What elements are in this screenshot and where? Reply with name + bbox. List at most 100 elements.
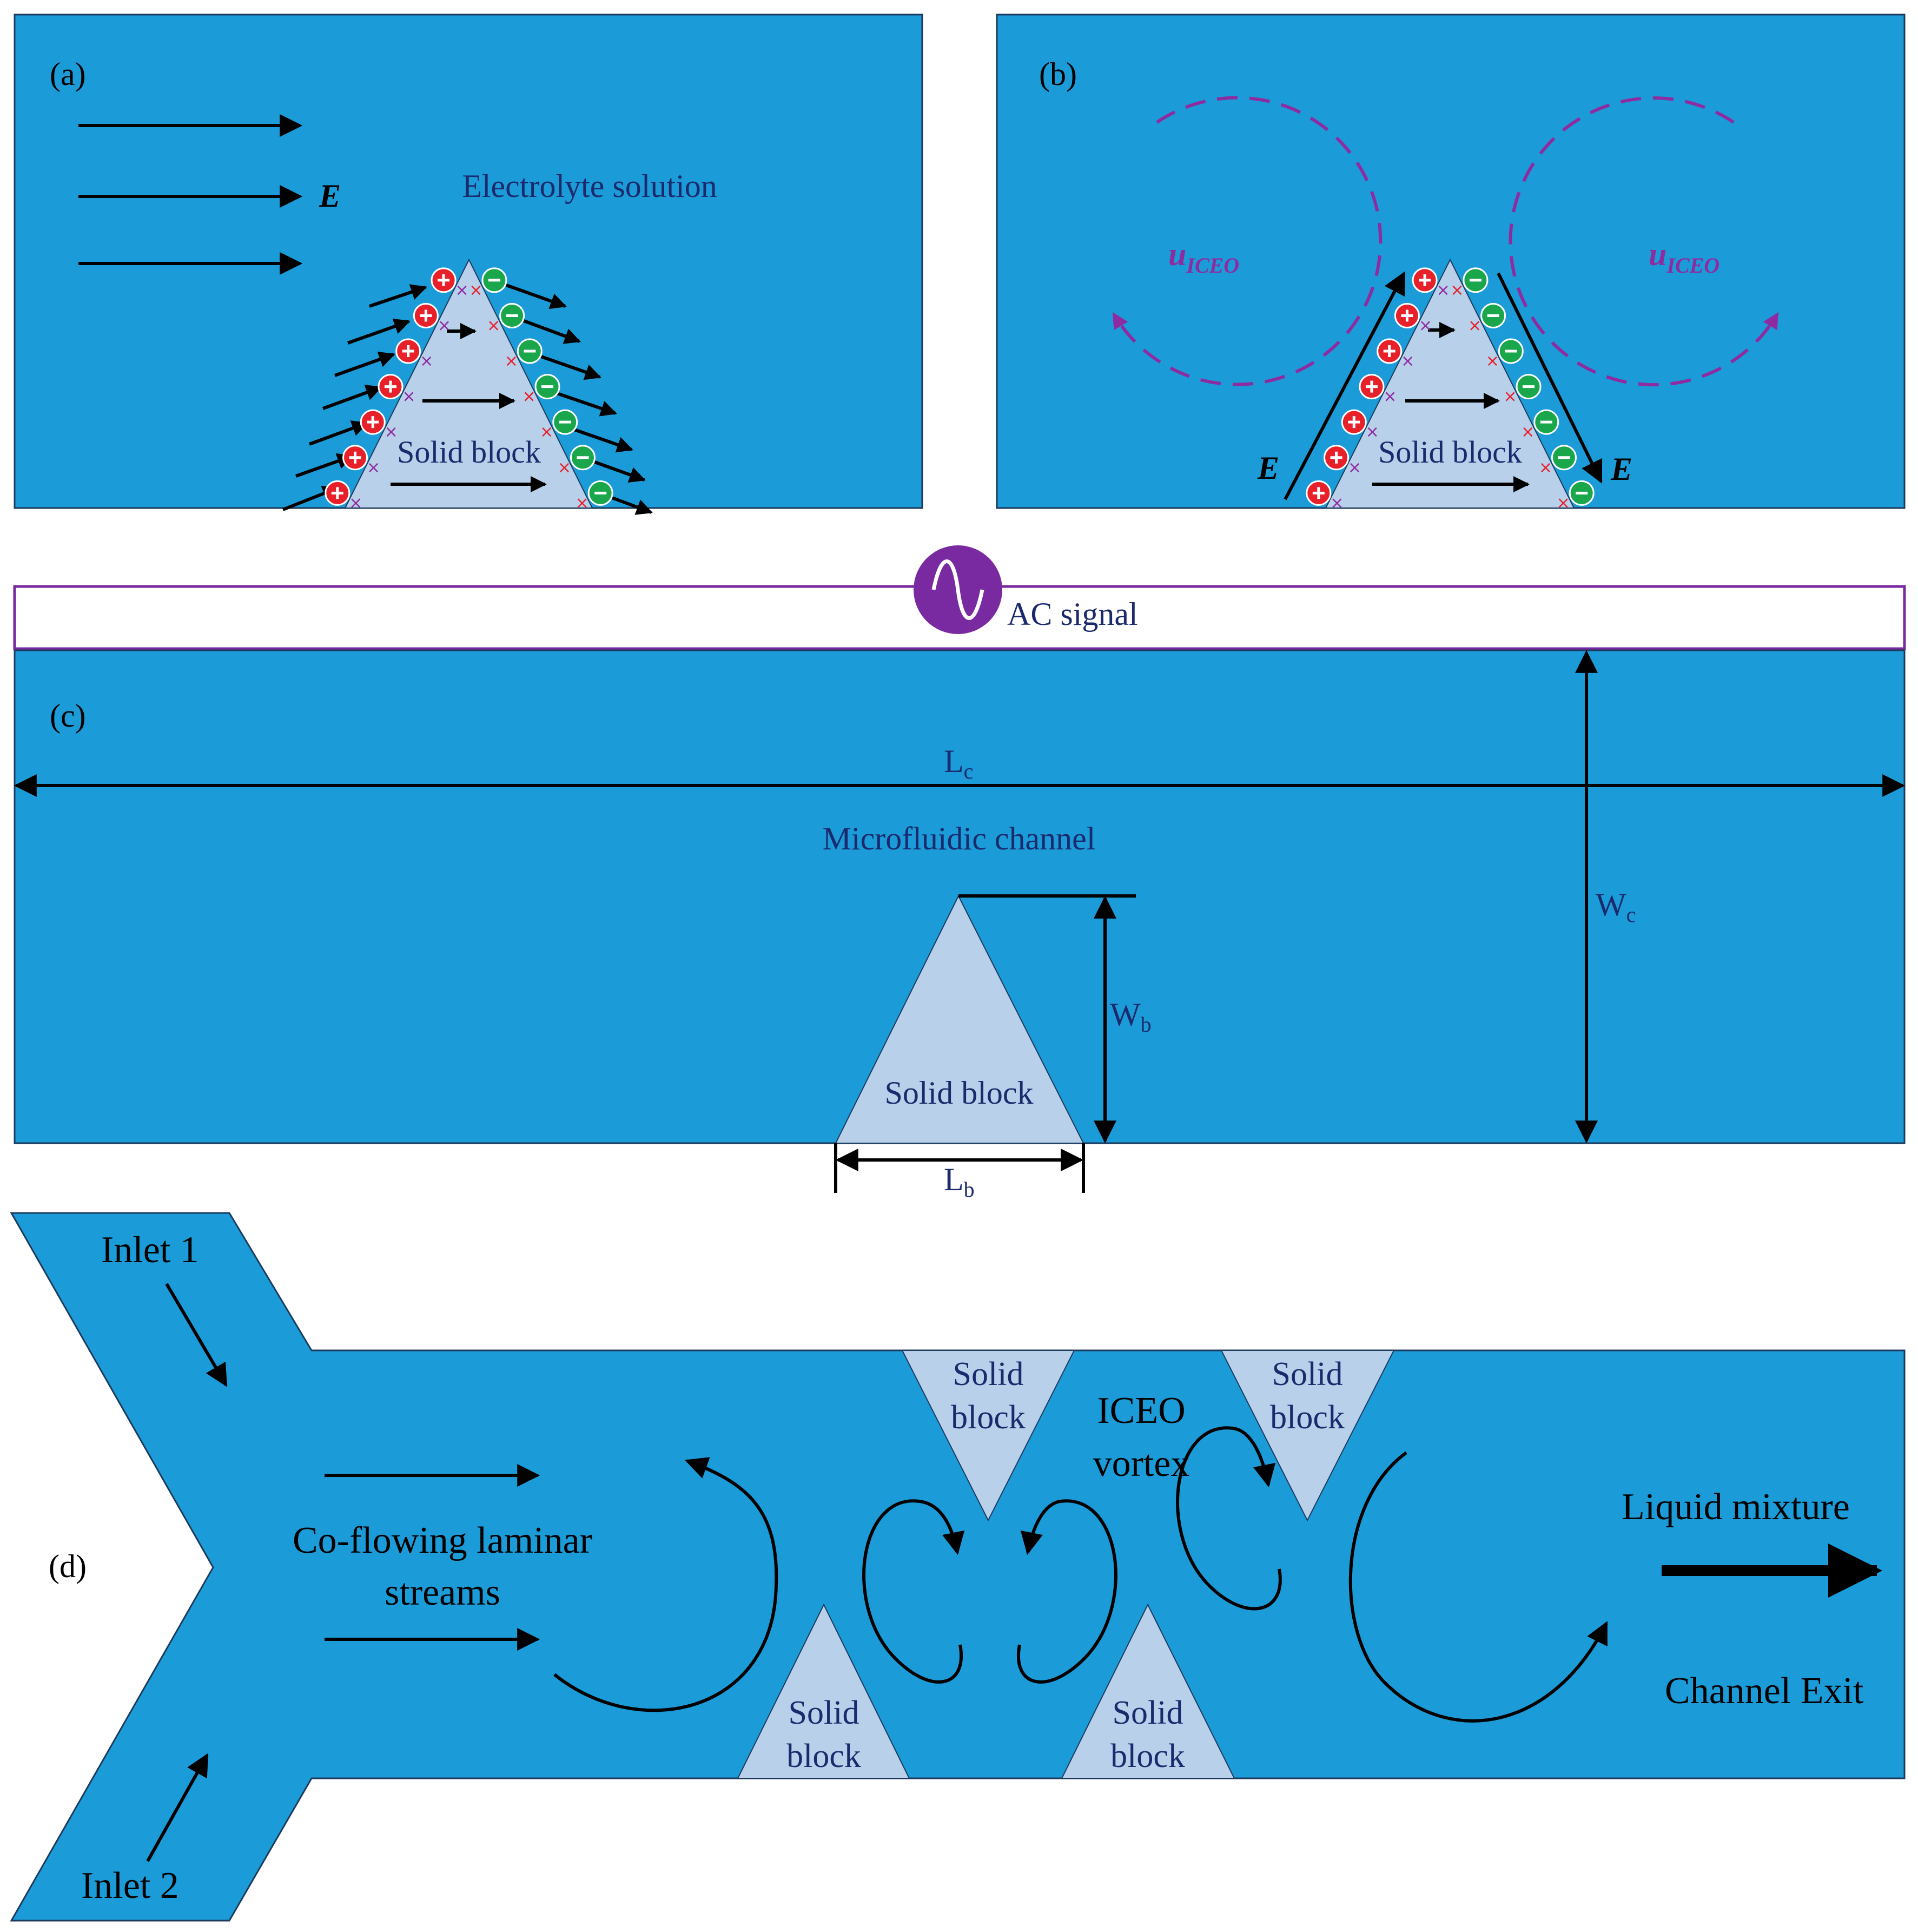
- vortex-arrows-d: [553, 1426, 1608, 1723]
- block-bottom-1-word1: Solid: [789, 1694, 859, 1731]
- panel-b: (b) uICEO uICEO Solid block E E ××××××××…: [996, 14, 1906, 512]
- block-height-label: Wb: [1110, 997, 1152, 1037]
- u-iceo-left: uICEO: [1168, 236, 1239, 278]
- solid-block-labels-d: Solid block Solid block Solid block Soli…: [786, 1356, 1345, 1775]
- solid-block-b: [1325, 258, 1575, 509]
- channel-width-label: Wc: [1596, 887, 1636, 927]
- solid-block-top-1: [901, 1350, 1075, 1522]
- negative-ion-6: [1551, 445, 1577, 471]
- positive-ion-6: [1324, 445, 1350, 471]
- ion-layers-a: ××××××××××××××: [325, 267, 613, 512]
- negative-ion-7: [587, 480, 613, 506]
- negative-ion-1: [481, 267, 507, 293]
- block-bottom-2-word1: Solid: [1113, 1694, 1183, 1731]
- positive-ion-5: [1341, 409, 1367, 435]
- panel-a-tag: (a): [50, 56, 86, 92]
- surface-charge-mark-l5: ×: [1366, 423, 1379, 441]
- negative-ion-6: [570, 445, 596, 471]
- vortex-small-1: [862, 1499, 965, 1684]
- surface-charge-mark-l6: ×: [1348, 458, 1361, 477]
- iceo-vortex-right: [1509, 96, 1779, 387]
- negative-ion-5: [1533, 409, 1559, 435]
- positive-ion-3: [1377, 338, 1403, 364]
- ac-signal-group: AC signal: [13, 545, 1906, 650]
- vortex-large-right: [1348, 1451, 1608, 1723]
- block-top-1-word1: Solid: [953, 1356, 1024, 1393]
- applied-field-arrows: [78, 114, 303, 275]
- negative-ion-1: [1463, 267, 1489, 293]
- block-base-label: Lb: [944, 1162, 975, 1202]
- negative-ion-3: [1498, 338, 1524, 364]
- solid-block-b-label: Solid block: [1378, 434, 1522, 470]
- positive-ion-6: [342, 445, 368, 471]
- solid-blocks-d: [737, 1350, 1395, 1779]
- ion-layers-b: ××××××××××××××: [1306, 267, 1595, 512]
- positive-ion-2: [1394, 302, 1420, 328]
- block-bottom-2-word2: block: [1110, 1738, 1185, 1775]
- ac-signal-label: AC signal: [1007, 596, 1138, 632]
- co-flowing-label-line2: streams: [385, 1572, 500, 1613]
- sine-wave-icon: [931, 559, 984, 620]
- tangential-field-right: [1497, 272, 1603, 484]
- panel-c: (c) Lc Wc Microfluidic channel Solid blo…: [14, 649, 1906, 1202]
- solid-block-bottom-2: [1061, 1603, 1235, 1779]
- electrolyte-label: Electrolyte solution: [462, 168, 717, 204]
- surface-charge-mark-r3: ×: [1486, 352, 1499, 371]
- liquid-mixture-label: Liquid mixture: [1622, 1486, 1850, 1528]
- positive-ion-7: [325, 480, 350, 506]
- surface-charge-mark-r4: ×: [522, 387, 535, 406]
- surface-charge-mark-r6: ×: [558, 458, 571, 477]
- inlet-1-label: Inlet 1: [101, 1229, 199, 1271]
- field-label-e: E: [319, 178, 341, 214]
- field-label-e-left: E: [1257, 450, 1279, 486]
- surface-charge-mark-r7: ×: [1557, 493, 1570, 512]
- surface-charge-mark-l2: ×: [1419, 316, 1432, 335]
- surface-charge-mark-r6: ×: [1539, 458, 1552, 477]
- negative-ion-3: [517, 338, 543, 364]
- channel-exit-label: Channel Exit: [1665, 1670, 1864, 1712]
- surface-charge-mark-l3: ×: [420, 352, 433, 371]
- positive-ion-1: [431, 267, 457, 293]
- internal-field-arrows-a: [391, 323, 547, 492]
- positive-ion-5: [360, 409, 386, 435]
- negative-ion-7: [1569, 480, 1595, 506]
- surface-charge-mark-l3: ×: [1401, 352, 1414, 371]
- surface-charge-mark-r3: ×: [505, 352, 518, 371]
- iceo-vortex-label-line2: vortex: [1093, 1443, 1190, 1485]
- inlet-2-label: Inlet 2: [81, 1865, 179, 1907]
- positive-ion-3: [395, 338, 421, 364]
- surface-charge-mark-l7: ×: [1330, 493, 1344, 512]
- solid-block-c: [835, 894, 1084, 1144]
- surface-charge-mark-r5: ×: [540, 423, 553, 441]
- solid-block-c-label: Solid block: [884, 1075, 1033, 1111]
- u-iceo-right: uICEO: [1649, 236, 1719, 278]
- solid-block-a: [344, 258, 593, 509]
- panel-c-tag: (c): [50, 698, 86, 734]
- vortex-small-2: [1017, 1499, 1117, 1684]
- surface-charge-mark-r1: ×: [1450, 281, 1464, 300]
- surface-charge-mark-l2: ×: [438, 316, 451, 335]
- mixer-channel: [10, 1212, 1906, 1922]
- panel-d: (d) Inlet 1 Inlet 2 Co-flowing laminar s…: [10, 1212, 1906, 1922]
- vortex-small-3: [1176, 1426, 1282, 1611]
- positive-ion-1: [1412, 267, 1438, 293]
- iceo-vortex-left: [1112, 96, 1383, 386]
- field-lines-right-a: [505, 283, 653, 515]
- tangential-field-left: [1284, 271, 1406, 500]
- internal-field-arrows-b: [1372, 322, 1530, 492]
- surface-charge-mark-l5: ×: [385, 423, 398, 441]
- surface-charge-mark-r2: ×: [487, 316, 500, 335]
- surface-charge-mark-l4: ×: [402, 387, 415, 406]
- surface-charge-mark-l4: ×: [1383, 387, 1397, 406]
- negative-ion-4: [1516, 374, 1542, 400]
- co-flowing-label-line1: Co-flowing laminar: [293, 1520, 592, 1561]
- surface-charge-mark-l1: ×: [1437, 281, 1450, 300]
- solid-block-bottom-1: [737, 1603, 910, 1779]
- solid-block-a-label: Solid block: [397, 434, 541, 470]
- block-top-1-word2: block: [951, 1399, 1026, 1436]
- inlet-2-arrow: [146, 1753, 209, 1862]
- microfluidic-channel-label: Microfluidic channel: [823, 821, 1096, 856]
- iceo-vortex-label-line1: ICEO: [1097, 1390, 1185, 1432]
- panel-b-tag: (b): [1039, 56, 1077, 92]
